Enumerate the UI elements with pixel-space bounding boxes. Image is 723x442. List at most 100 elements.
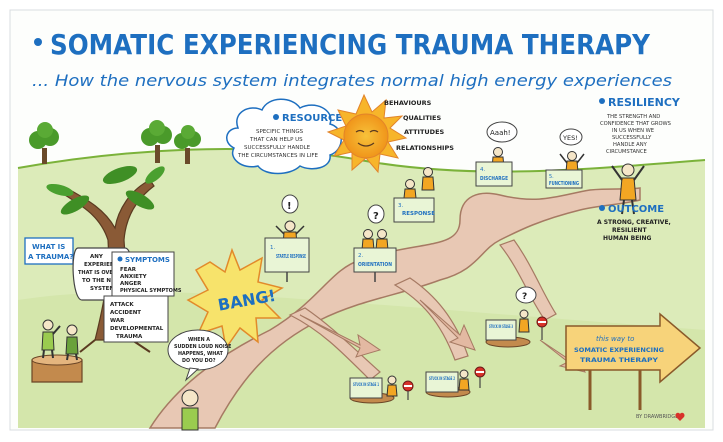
stuck-3-label: STUCK IN STAGE 3 xyxy=(489,324,513,330)
step-1-number: 1. xyxy=(270,245,275,251)
trauma-definition-2: EXPERIENCE xyxy=(84,262,122,268)
sun-icon xyxy=(326,93,408,174)
trauma-definition-5: SYSTEM xyxy=(90,286,115,292)
step-4-sign xyxy=(475,161,513,187)
noise-bubble-tail xyxy=(184,367,200,382)
step-functioning-person xyxy=(559,151,585,173)
title-bullet xyxy=(34,38,42,46)
resiliency-text-1: THE STRENGTH AND xyxy=(606,114,660,120)
step-3-label: RESPONSE xyxy=(402,211,435,217)
resources-text-4: THE CIRCUMSTANCES IN LIFE xyxy=(237,153,319,159)
cause-2: ACCIDENT xyxy=(110,310,141,316)
step-2-number: 2. xyxy=(358,253,363,259)
yes-bubble xyxy=(559,128,583,146)
signpost-line-1: this way to xyxy=(596,335,634,343)
step-4-number: 4. xyxy=(480,167,485,173)
resiliency-text-2: CONFIDENCE THAT GROWS xyxy=(600,121,671,127)
surprised-person xyxy=(181,389,199,431)
resiliency-text-4: SUCCESSFULLY xyxy=(612,135,652,141)
step-orientation-people xyxy=(361,204,389,251)
step-1-label: STARTLE RESPONSE xyxy=(276,254,306,260)
noise-question-2: SUDDEN LOUD NOISE xyxy=(174,344,231,350)
outcome-text-1: A STRONG, CREATIVE, xyxy=(597,219,671,226)
symptoms-heading: SYMPTOMS xyxy=(125,256,170,264)
resource-behaviours: BEHAVIOURS xyxy=(384,99,432,107)
resiliency-text-5: HANDLE ANY xyxy=(613,142,648,148)
page-title: SOMATIC EXPERIENCING TRAUMA THERAPY xyxy=(50,28,651,61)
cause-5: TRAUMA xyxy=(116,334,143,340)
stop-sign-2 xyxy=(474,366,486,388)
step-5-sign xyxy=(545,169,583,189)
resiliency-heading: RESILIENCY xyxy=(608,96,681,109)
resources-text-2: THAT CAN HELP US xyxy=(249,137,303,143)
step-3-sign xyxy=(393,197,435,223)
arrow-stage-1 xyxy=(299,314,382,358)
stuck-3-sign xyxy=(485,319,517,341)
resources-text-1: SPECIFIC THINGS xyxy=(256,129,304,135)
resource-attitudes: ATTITUDES xyxy=(404,128,445,136)
noise-question-1: WHEN A xyxy=(188,337,210,343)
outcome-bullet xyxy=(599,205,605,211)
symptoms-bullet xyxy=(117,256,123,262)
stuck-2-people xyxy=(458,369,470,391)
stuck-2-sign xyxy=(425,371,459,393)
trauma-definition-4: TO THE NERVOUS xyxy=(82,278,136,284)
page-subtitle: ... How the nervous system integrates no… xyxy=(32,71,672,90)
trauma-question-2: A TRAUMA? xyxy=(28,253,73,261)
credit-label: BY DRAWBRIDGE xyxy=(636,414,678,420)
stop-sign-3 xyxy=(536,316,548,340)
yes-bubble-text: YES! xyxy=(562,134,578,142)
cause-1: ATTACK xyxy=(110,302,134,308)
symptom-3: ANGER xyxy=(120,281,142,287)
step-5-number: 5. xyxy=(549,174,554,180)
stuck-1-sign xyxy=(349,377,383,399)
symptom-2: ANXIETY xyxy=(120,274,148,280)
arrow-stage-2 xyxy=(419,299,476,351)
signpost-line-2: SOMATIC EXPERIENCING xyxy=(574,346,664,354)
outcome-text-2: RESILIENT xyxy=(612,227,647,234)
stuck-3-bubble xyxy=(515,286,537,304)
noise-question-3: HAPPENS, WHAT xyxy=(178,351,224,357)
trauma-question-1: WHAT IS xyxy=(32,243,65,251)
signpost-posts xyxy=(588,370,642,410)
stuck-1-label: STUCK IN STAGE 1 xyxy=(353,382,379,388)
step-1-sign xyxy=(264,237,310,273)
trauma-question-box xyxy=(24,237,74,265)
resource-relationships: RELATIONSHIPS xyxy=(396,144,454,152)
stuck-1-person xyxy=(386,375,398,397)
discharge-bubble xyxy=(486,121,518,143)
resource-qualities: QUALITIES xyxy=(403,114,441,122)
step-5-label: FUNCTIONING xyxy=(549,181,579,187)
cause-3: WAR xyxy=(110,318,125,324)
branch-path-1 xyxy=(288,307,381,381)
stuck-2-label: STUCK IN STAGE 2 xyxy=(429,376,455,382)
stop-sign-1 xyxy=(402,380,414,400)
bang-burst xyxy=(186,247,284,350)
winding-path xyxy=(148,187,641,429)
signpost-arrow xyxy=(565,312,702,384)
step-2-sign xyxy=(353,247,397,273)
stuck-3-bubble-text: ? xyxy=(522,292,527,302)
trauma-definition-1: ANY xyxy=(90,254,104,260)
resiliency-text-3: IN US WHEN WE xyxy=(612,128,654,134)
resources-heading: RESOURCES xyxy=(282,113,349,124)
step-3-number: 3. xyxy=(398,203,403,209)
step-response-people xyxy=(403,167,435,199)
causes-box xyxy=(103,295,169,343)
symptom-1: FEAR xyxy=(120,267,137,273)
resiliency-text-6: CIRCUMSTANCE xyxy=(606,149,647,155)
outcome-heading: OUTCOME xyxy=(608,204,664,215)
branch-path-2 xyxy=(393,277,469,361)
startle-bubble-text: ! xyxy=(287,201,292,212)
resilient-person xyxy=(611,163,645,215)
symptom-4: PHYSICAL SYMPTOMS xyxy=(120,288,182,294)
resources-cloud xyxy=(226,98,342,175)
resiliency-bullet xyxy=(599,98,605,104)
stuck-3-person xyxy=(518,309,530,333)
heart-icon xyxy=(675,412,685,421)
outcome-text-3: HUMAN BEING xyxy=(603,235,652,242)
step-startle-person xyxy=(275,194,305,247)
noise-question-bubble xyxy=(167,329,229,371)
